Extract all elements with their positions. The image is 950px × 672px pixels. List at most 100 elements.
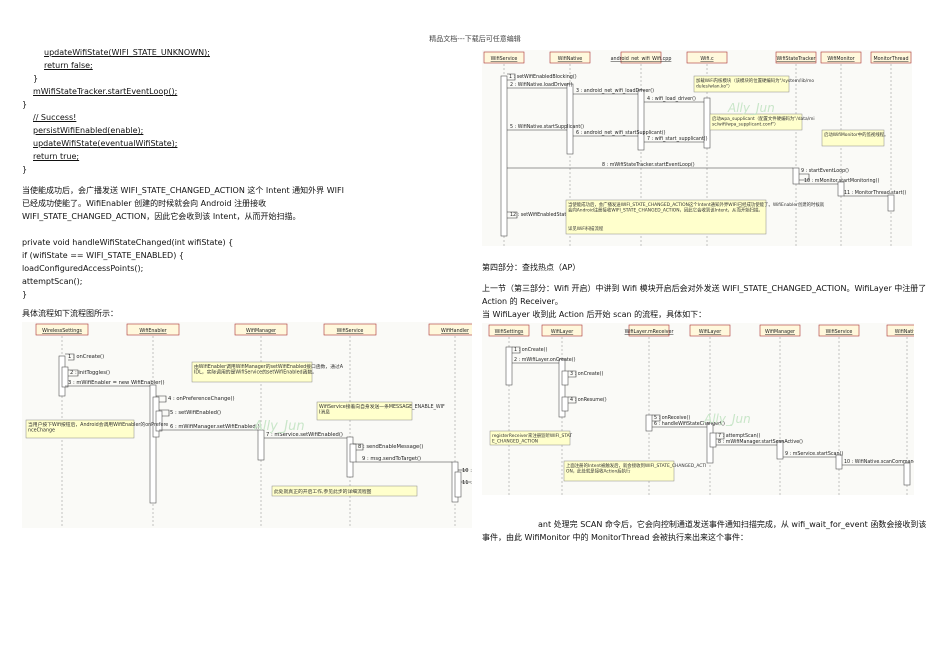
code-line: mWifiStateTracker.startEventLoop(); xyxy=(33,87,178,96)
code-block-mid: private void handleWifiStateChanged(int … xyxy=(22,236,462,301)
lifeline-label: WifiService xyxy=(491,56,518,62)
message-label: 7 : attemptScan() xyxy=(718,433,761,439)
lifeline-box xyxy=(541,324,583,337)
paragraph-line: 已经成功使能了。WifiEnabler 创建的时候就会向 Android 注册接… xyxy=(22,199,267,208)
message-label: 8 : mWifiManager.startScanActive() xyxy=(718,439,803,445)
paragraph-line: 事件，由此 WifiMonitor 中的 MonitorThread 会被执行来… xyxy=(482,533,748,542)
code-line: return true; xyxy=(33,152,80,161)
lifeline-box xyxy=(870,51,912,64)
message-label: 4 : wifi_load_driver() xyxy=(647,96,696,102)
message-label: 2 : mWifiLayer.onCreate() xyxy=(514,357,576,363)
code-line: // Success! xyxy=(33,113,77,122)
watermark: Ally_Jun xyxy=(703,412,751,426)
lifeline-label: WifiMonitor xyxy=(827,56,854,62)
message-label: 8 : sendEnableMessage() xyxy=(358,444,423,450)
flow-label: 具体流程如下流程图所示： xyxy=(22,309,118,318)
message-label: 10 : mMonitor.startMonitoring() xyxy=(804,178,879,184)
message-label: 5 : WifiNative.startSupplicant() xyxy=(510,124,584,130)
watermark: Ally_Jun xyxy=(253,419,305,434)
message-label: 6 : android_net_wifi_startSupplicant() xyxy=(576,130,666,136)
message-label: 10 : handleMessage() xyxy=(462,468,472,474)
message-label: 2 : WifiNative.loadDriver() xyxy=(510,82,573,88)
paragraph-line: 当 WifiLayer 收到此 Action 后开始 scan 的流程，具体如下… xyxy=(482,310,707,319)
code-block-top: updateWifiState(WIFI_STATE_UNKNOWN);retu… xyxy=(22,46,462,176)
paragraph-line: Action 的 Receiver。 xyxy=(482,297,563,306)
lifeline-label: WifiService xyxy=(826,329,853,335)
message-label: 11 : setWifiEnabledBlocking() xyxy=(462,480,472,486)
page-header: 精品文档---下载后可任意编辑 xyxy=(429,35,521,43)
lifeline-label: WifiLayer xyxy=(551,329,573,335)
lifeline-label: WirelessSettings xyxy=(42,328,82,334)
note-text: 由WifiEnabler调用WifiManager的setWifiEnabled… xyxy=(194,363,344,376)
lifeline-box xyxy=(820,51,862,64)
code-line: } xyxy=(22,165,28,174)
paragraph-part4: 上一节（第三部分：Wifi 开启）中讲到 Wifi 模块开启后会对外发送 WIF… xyxy=(482,282,932,321)
lifeline-label: WifiManager xyxy=(765,329,795,335)
message-label: 8 : mWifiStateTracker.startEventLoop() xyxy=(602,162,695,168)
note-text: 启动WifiMonitor中的监视线程。 xyxy=(824,131,888,138)
message-label: 7 : mService.setWifiEnabled() xyxy=(266,432,343,438)
message-label: 11 : MonitorThread.start() xyxy=(844,190,906,196)
lifeline-label: WifiLayer xyxy=(699,329,721,335)
code-line: } xyxy=(33,74,39,83)
lifeline-box xyxy=(775,51,817,64)
message-label: 9 : mService.startScan() xyxy=(785,451,843,457)
sequence-diagram-wifi-native: WifiService WifiNative android_net_wifi_Wi… xyxy=(482,50,912,246)
lifeline-label: android_net_wifi_Wifi.cpp xyxy=(611,56,672,62)
message-label: 9 : msg.sendToTarget() xyxy=(362,456,421,462)
code-line: return false; xyxy=(44,61,93,70)
lifeline-box xyxy=(488,324,530,337)
lifeline-label: WifiNative xyxy=(558,56,583,62)
lifeline-box xyxy=(620,51,662,64)
lifeline-box xyxy=(483,51,525,64)
lifeline-box xyxy=(686,51,728,64)
code-line: } xyxy=(22,100,28,109)
message-label: 12 : setWifiEnabledState() xyxy=(510,212,573,218)
message-label: 10 : WifiNative.scanCommand() xyxy=(844,459,914,465)
watermark: Ally_Jun xyxy=(727,101,775,115)
message-label: 9 : startEventLoop() xyxy=(801,168,849,174)
message-label: 5 : onReceive() xyxy=(654,415,690,421)
message-label: 5 : setWifiEnabled() xyxy=(170,410,221,416)
paragraph-intro: 当使能成功后，会广播发送 WIFI_STATE_CHANGED_ACTION 这… xyxy=(22,184,462,223)
note-text: 此处就真正的开启工作,参见此步的详细流程图 xyxy=(274,488,372,495)
lifeline-label: WifiService xyxy=(337,328,364,334)
lifeline-label: WifiLayer.mReceiver xyxy=(625,329,674,335)
code-line: private void handleWifiStateChanged(int … xyxy=(22,238,234,247)
message-label: 1 : onCreate() xyxy=(514,347,548,353)
paragraph-line: WIFI_STATE_CHANGED_ACTION，因此它会收到该 Intent… xyxy=(22,212,301,221)
code-line: } xyxy=(22,290,28,299)
lifeline-box xyxy=(234,323,288,336)
code-line: updateWifiState(WIFI_STATE_UNKNOWN); xyxy=(44,48,210,57)
code-line: loadConfiguredAccessPoints(); xyxy=(22,264,144,273)
note-text: 当用户按下Wifi按钮后，Android会调用WifiEnabler的onPre… xyxy=(28,421,168,434)
paragraph-line: 当使能成功后，会广播发送 WIFI_STATE_CHANGED_ACTION 这… xyxy=(22,186,344,195)
message-label: 6 : handleWifiStateChanged() xyxy=(654,421,725,427)
paragraph-line: ant 处理完 SCAN 命令后，它会向控制通道发送事件通知扫描完成，从 wif… xyxy=(538,520,927,529)
code-line: attemptScan(); xyxy=(22,277,83,286)
paragraph-monitor: ant 处理完 SCAN 命令后，它会向控制通道发送事件通知扫描完成，从 wif… xyxy=(482,518,932,544)
note-text: 当使能成功后，会广播发送WIFI_STATE_CHANGED_ACTION这个I… xyxy=(568,201,825,214)
lifeline-label: WifiStateTracker xyxy=(777,56,816,62)
message-label: 1 : onCreate() xyxy=(68,354,104,360)
code-line: updateWifiState(eventualWifiState); xyxy=(33,139,178,148)
note-text: 上面注册的Intent被触发后，就会接收到WIFI_STATE_CHANGED_… xyxy=(566,462,706,475)
message-label: 7 : wifi_start_supplicant() xyxy=(647,136,708,142)
lifeline-label: WifiSettings xyxy=(495,329,524,335)
note-text: 详见WiFi扫描流程 xyxy=(568,225,604,232)
lifeline-label: Wifi.c xyxy=(700,56,714,62)
lifeline-box xyxy=(689,324,731,337)
message-label: 4 : onPreferenceChange() xyxy=(168,396,235,402)
lifeline-label: MonitorThread xyxy=(873,56,908,62)
sequence-diagram-wifi-scan: WifiSettings WifiLayer WifiLayer.mReceiver… xyxy=(482,323,914,495)
message-label: 6 : mWifiManager.setWifiEnabled() xyxy=(170,424,260,430)
lifeline-box xyxy=(428,323,472,336)
message-label: 1 : setWifiEnabledBlocking() xyxy=(509,74,577,80)
lifeline-label: WifiHandler xyxy=(441,328,469,334)
lifeline-box xyxy=(759,324,801,337)
code-line: persistWifiEnabled(enable); xyxy=(33,126,144,135)
